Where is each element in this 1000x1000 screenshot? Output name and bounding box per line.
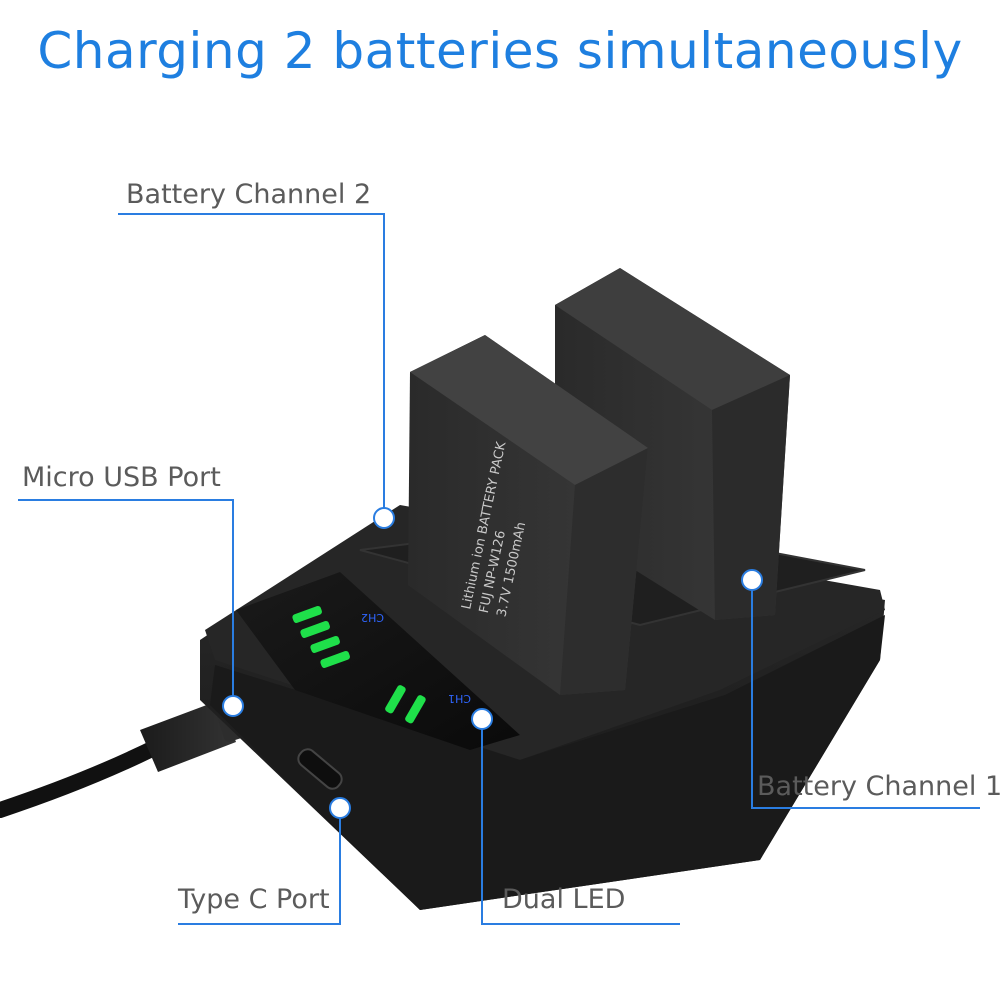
callout-micro-usb-port: Micro USB Port: [22, 462, 221, 493]
headline: Charging 2 batteries simultaneously: [37, 22, 963, 80]
callout-battery-channel-1: Battery Channel 1: [757, 771, 1000, 802]
led-bar: [385, 685, 406, 714]
led-bar: [320, 650, 350, 668]
callout-type-c-port: Type C Port: [178, 884, 330, 915]
callout-marker-battery-channel-2: [373, 507, 395, 529]
led-bar: [310, 635, 340, 653]
ch1-label: CH1: [448, 692, 471, 705]
callout-line-battery-channel-2: [118, 213, 385, 508]
callout-line-battery-channel-1: [751, 590, 980, 809]
callout-battery-channel-2: Battery Channel 2: [126, 179, 372, 210]
led-bar: [292, 605, 322, 623]
type-c-port: [297, 748, 343, 790]
callout-marker-type-c: [329, 797, 351, 819]
callout-marker-battery-channel-1: [741, 569, 763, 591]
callout-line-micro-usb: [18, 499, 234, 696]
callout-line-dual-led: [481, 729, 680, 925]
led-bar: [405, 695, 426, 724]
led-bar: [300, 620, 330, 638]
callout-lines: [18, 213, 980, 925]
battery-channel-2: Lithium ion BATTERY PACK FUJ NP-W126 3.7…: [408, 335, 648, 695]
callout-line-type-c: [178, 818, 341, 925]
callout-marker-micro-usb: [222, 695, 244, 717]
led-panel: CH2 CH1: [236, 572, 520, 750]
callout-marker-dual-led: [471, 708, 493, 730]
callout-dual-led: Dual LED: [502, 884, 626, 915]
ch2-label: CH2: [361, 611, 384, 624]
